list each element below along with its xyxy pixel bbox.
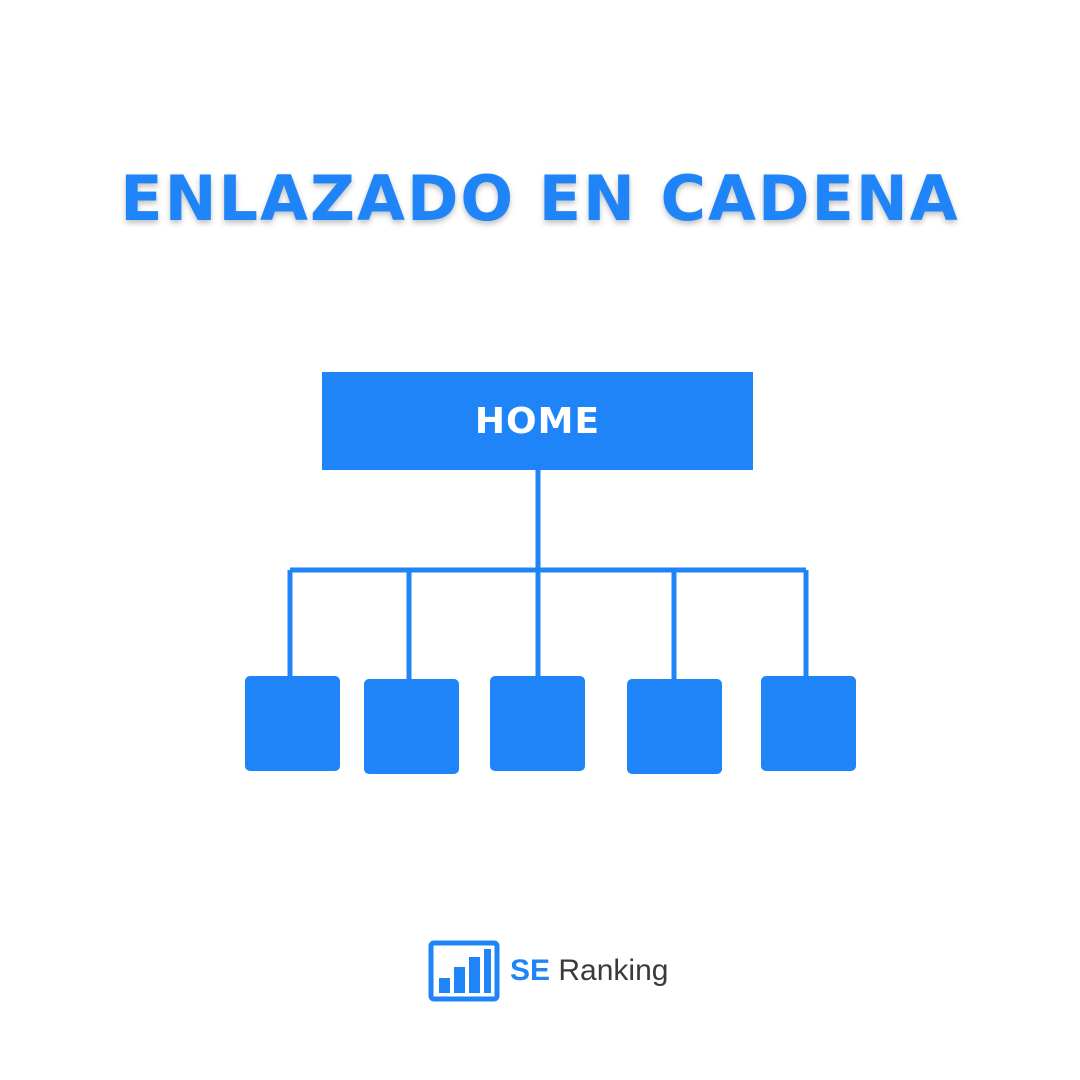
- home-node: HOME: [322, 372, 753, 470]
- child-node: [245, 676, 340, 771]
- se-ranking-logo: SE Ranking: [428, 940, 668, 1002]
- bar-chart-icon: [428, 940, 500, 1002]
- diagram-title: ENLAZADO EN CADENA: [120, 162, 960, 235]
- child-node: [761, 676, 856, 771]
- brand-se-text: SE: [510, 954, 551, 987]
- child-node: [627, 679, 722, 774]
- child-node: [490, 676, 585, 771]
- child-node: [364, 679, 459, 774]
- home-node-label: HOME: [474, 400, 601, 442]
- brand-ranking-text: Ranking: [558, 954, 669, 987]
- brand-wordmark: SE Ranking: [510, 956, 668, 986]
